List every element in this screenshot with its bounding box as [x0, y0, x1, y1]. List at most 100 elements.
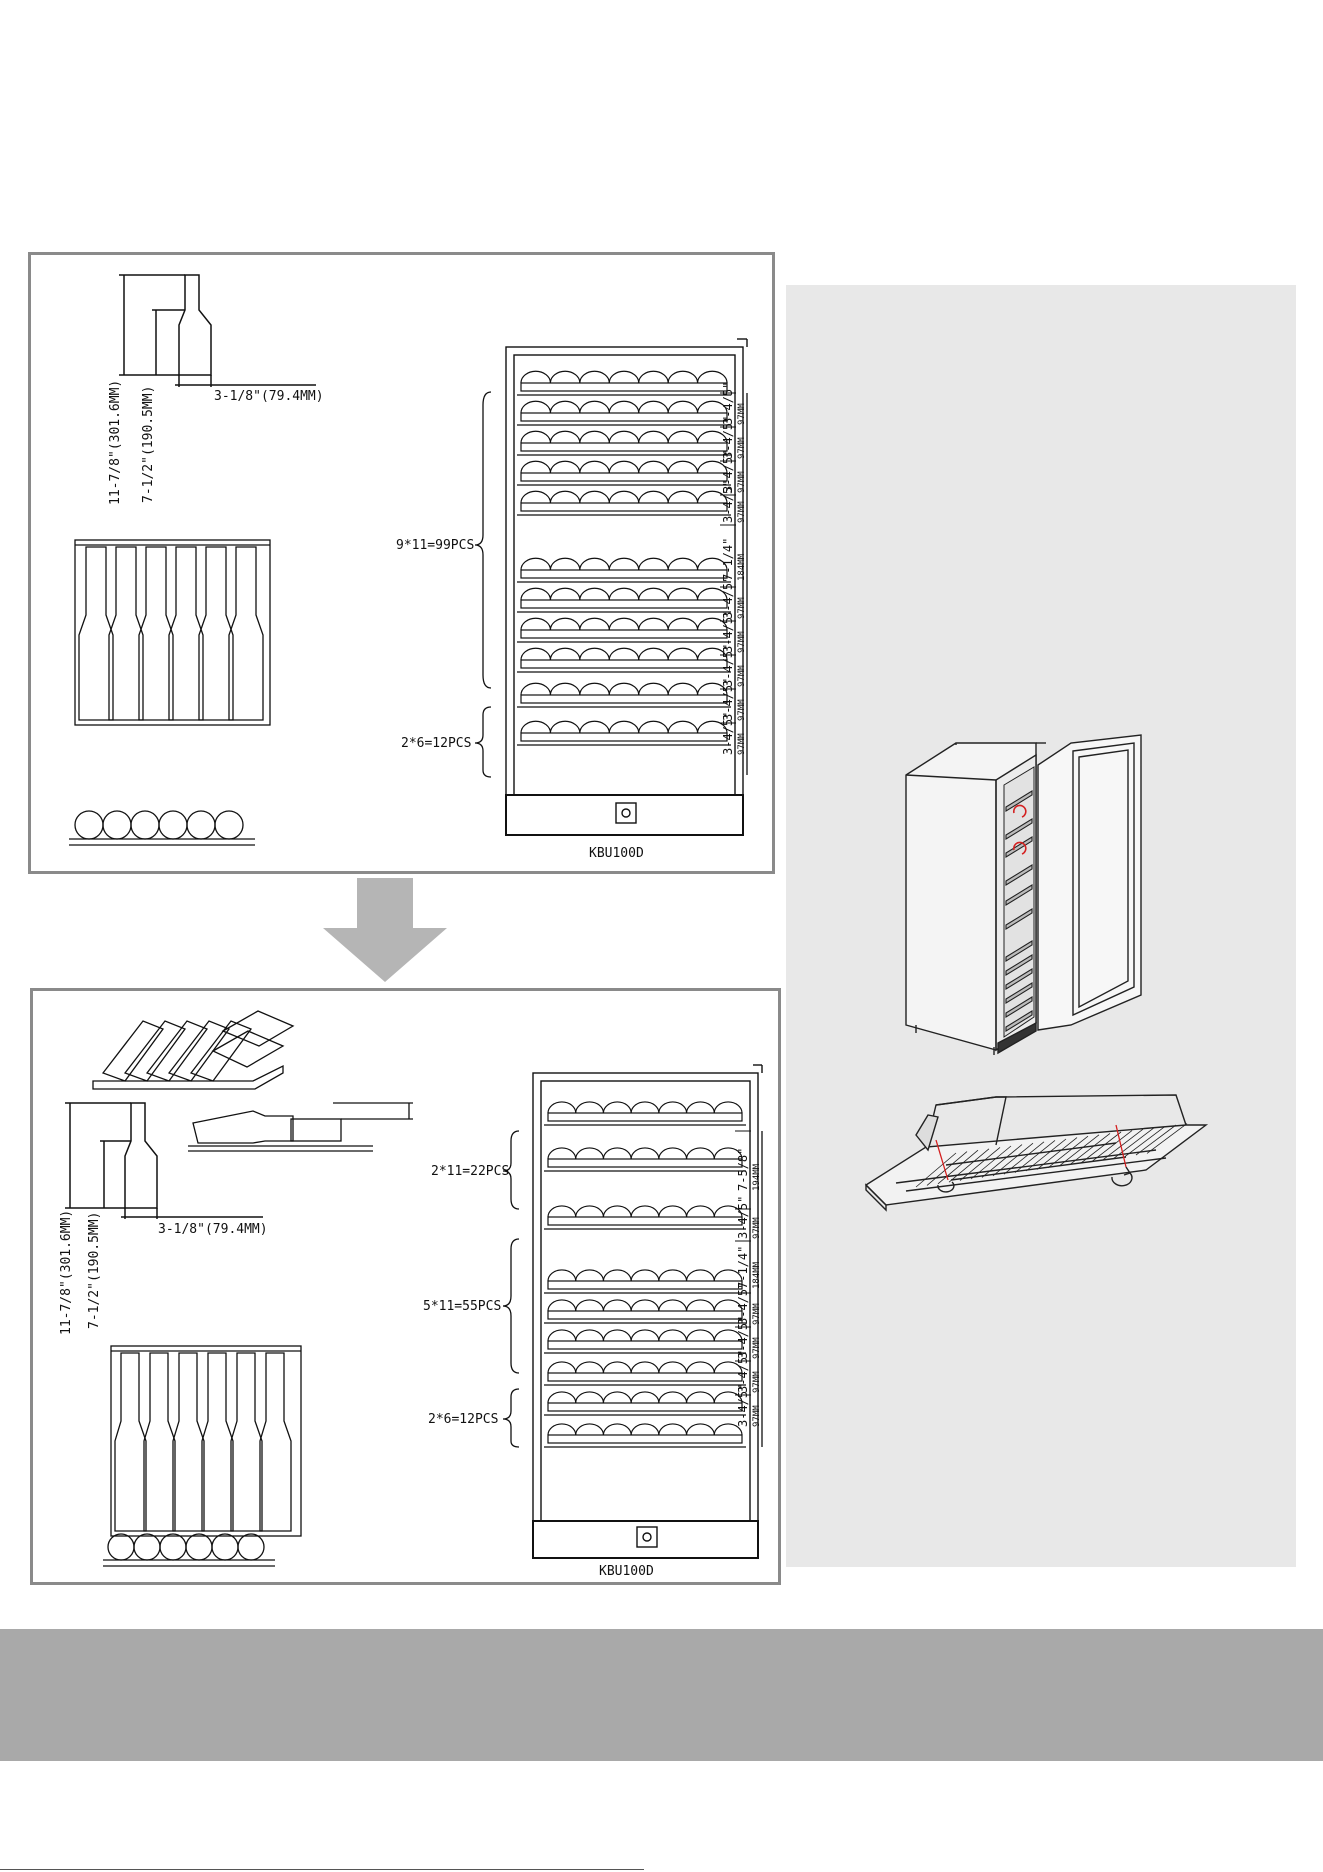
group-label-55: 5*11=55PCS	[423, 1299, 501, 1314]
spacing-metric: 97MM	[737, 437, 747, 459]
cooler-shelf	[544, 1361, 746, 1386]
spacing-metric: 97MM	[737, 631, 747, 653]
cooler-shelf	[517, 460, 731, 486]
spacing-imperial: 7-5/8"	[736, 1148, 750, 1191]
model-label: KBU100D	[589, 846, 644, 861]
shelf-side-view	[69, 810, 255, 846]
footer-band	[0, 1629, 1323, 1761]
spacing-dimensions: 7-5/8"194MM3-4/5"97MM7-1/4"184MM3-4/5"97…	[735, 1130, 762, 1427]
shelf-side-view	[103, 1533, 275, 1567]
spacing-metric: 97MM	[752, 1217, 762, 1239]
down-arrow-icon	[323, 878, 447, 982]
bottle-on-shelf-illustration	[188, 1102, 413, 1152]
spacing-imperial: 7-1/4"	[721, 538, 735, 581]
brace-55	[502, 1238, 520, 1374]
spacing-dimension: 3-4/5"97MM	[720, 480, 747, 523]
cooler-shelf	[517, 647, 731, 673]
spacing-metric: 184MM	[752, 1261, 762, 1289]
cooler-front-elevation	[532, 1064, 763, 1559]
bottom-diagram-drawing: 11-7/8"(301.6MM) 7-1/2"(190.5MM) 3-1/8"(…	[59, 1010, 778, 1579]
cooler-shelf	[544, 1269, 746, 1294]
spacing-dimension: 7-1/4"184MM	[720, 524, 747, 581]
spacing-metric: 97MM	[752, 1405, 762, 1427]
stacked-bottles-illustration	[92, 1010, 295, 1090]
bottle-profile	[119, 274, 316, 387]
bottle-profile	[65, 1102, 263, 1219]
group-label-12: 2*6=12PCS	[428, 1412, 498, 1427]
cooler-shelf	[517, 400, 731, 426]
spacing-dimension: 3-4/5"97MM	[720, 382, 747, 425]
spacing-imperial: 3-4/5"	[721, 480, 735, 523]
spacing-dimension: 3-4/5"97MM	[720, 644, 747, 687]
spacing-dimension: 3-4/5"97MM	[720, 610, 747, 653]
cooler-shelf	[517, 682, 731, 708]
spacing-imperial: 3-4/5"	[736, 1350, 750, 1393]
installation-illustrations-panel	[786, 285, 1296, 1567]
cooler-shelf	[544, 1299, 746, 1324]
spacing-imperial: 3-4/5"	[736, 1196, 750, 1239]
spacing-imperial: 3-4/5"	[721, 450, 735, 493]
top-capacity-diagram: 11-7/8"(301.6MM) 7-1/2"(190.5MM) 3-1/8"(…	[28, 252, 775, 874]
bottle-height-label: 11-7/8"(301.6MM)	[108, 380, 123, 505]
spacing-metric: 97MM	[752, 1303, 762, 1325]
spacing-dimension: 3-4/5"97MM	[735, 1350, 762, 1393]
spacing-dimension: 3-4/5"97MM	[735, 1282, 762, 1325]
bottle-rack-front-view	[74, 539, 271, 726]
spacing-metric: 97MM	[752, 1337, 762, 1359]
cooler-shelf	[517, 617, 731, 643]
cooler-shelves	[544, 1101, 746, 1448]
cooler-shelf	[544, 1101, 746, 1126]
spacing-imperial: 3-4/5"	[736, 1316, 750, 1359]
model-label: KBU100D	[599, 1564, 654, 1579]
spacing-metric: 97MM	[737, 471, 747, 493]
cooler-shelves	[517, 370, 731, 746]
spacing-metric: 97MM	[737, 699, 747, 721]
group-label-99: 9*11=99PCS	[396, 538, 474, 553]
brace-99	[474, 391, 492, 689]
page-mark: |	[775, 1558, 778, 1573]
spacing-metric: 97MM	[737, 733, 747, 755]
spacing-dimension: 3-4/5"97MM	[720, 576, 747, 619]
spacing-imperial: 3-4/5"	[721, 576, 735, 619]
rotate-arrow-icon	[937, 1166, 1133, 1193]
bottle-height-label: 11-7/8"(301.6MM)	[59, 1210, 74, 1335]
shelf-installation-illustration	[864, 1094, 1209, 1212]
open-wine-cooler-illustration	[905, 734, 1142, 1055]
spacing-dimension: 3-4/5"97MM	[720, 712, 747, 755]
top-diagram-drawing: 11-7/8"(301.6MM) 7-1/2"(190.5MM) 3-1/8"(…	[69, 274, 748, 861]
footer-rule	[0, 1869, 644, 1870]
spacing-dimensions: 3-4/5"97MM3-4/5"97MM3-4/5"97MM3-4/5"97MM…	[720, 382, 747, 755]
cooler-shelf	[544, 1205, 746, 1230]
cooler-shelf	[544, 1329, 746, 1354]
spacing-metric: 97MM	[737, 501, 747, 523]
brace-22	[502, 1130, 520, 1210]
cooler-shelf	[517, 370, 731, 396]
cooler-shelf	[517, 430, 731, 456]
spacing-dimension: 3-4/5"97MM	[720, 416, 747, 459]
spacing-metric: 97MM	[752, 1371, 762, 1393]
spacing-imperial: 7-1/4"	[736, 1246, 750, 1289]
neck-height-label: 7-1/2"(190.5MM)	[141, 386, 156, 503]
cooler-front-elevation	[505, 338, 748, 836]
cooler-shelf	[544, 1147, 746, 1172]
spacing-dimension: 3-4/5"97MM	[735, 1196, 762, 1239]
spacing-imperial: 3-4/5"	[736, 1384, 750, 1427]
spacing-dimension: 7-5/8"194MM	[735, 1130, 762, 1191]
spacing-imperial: 3-4/5"	[721, 416, 735, 459]
spacing-metric: 97MM	[737, 665, 747, 687]
spacing-metric: 97MM	[737, 403, 747, 425]
spacing-metric: 194MM	[752, 1163, 762, 1191]
brace-12	[502, 1388, 520, 1448]
cooler-shelf	[544, 1391, 746, 1416]
spacing-dimension: 3-4/5"97MM	[720, 678, 747, 721]
brace-12	[474, 706, 492, 778]
diameter-label: 3-1/8"(79.4MM)	[214, 389, 324, 404]
group-label-12: 2*6=12PCS	[401, 736, 471, 751]
spacing-metric: 184MM	[737, 553, 747, 581]
spacing-metric: 97MM	[737, 597, 747, 619]
group-label-22: 2*11=22PCS	[431, 1164, 509, 1179]
spacing-imperial: 3-4/5"	[721, 610, 735, 653]
neck-height-label: 7-1/2"(190.5MM)	[87, 1212, 102, 1329]
diameter-label: 3-1/8"(79.4MM)	[158, 1222, 268, 1237]
spacing-imperial: 3-4/5"	[721, 678, 735, 721]
